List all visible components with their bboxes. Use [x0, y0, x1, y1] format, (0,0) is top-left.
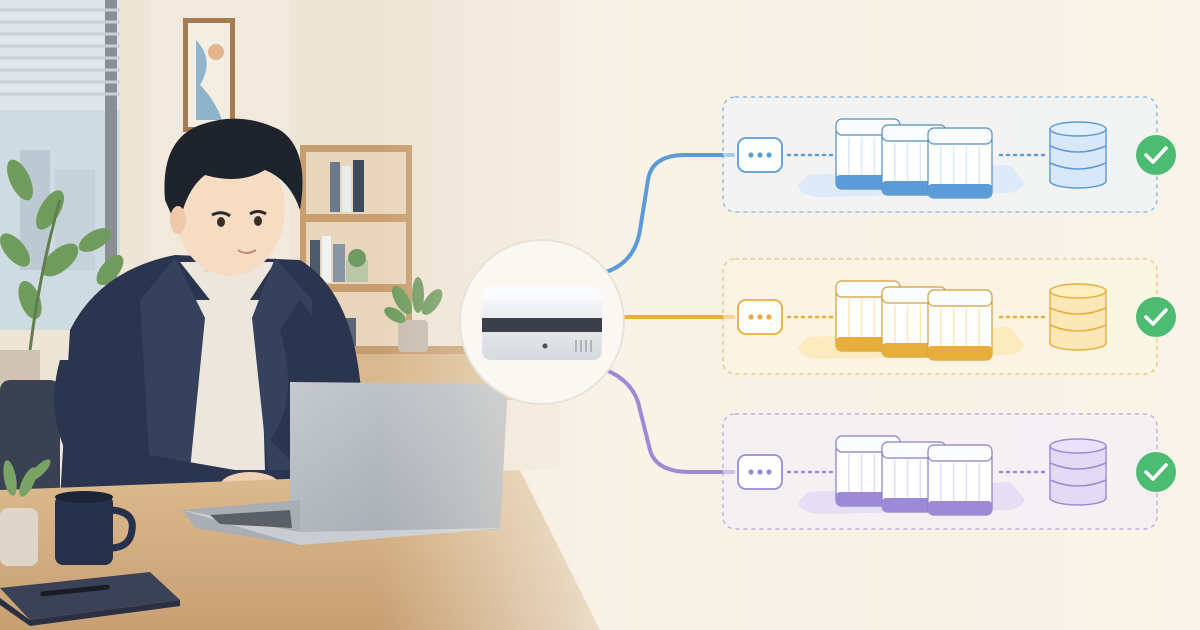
potted-plant-large	[0, 159, 124, 390]
pipeline-connectors	[604, 153, 735, 474]
connector-purple	[604, 368, 735, 474]
pen	[40, 584, 110, 597]
wall-art	[183, 18, 235, 132]
pipeline-row-blue	[722, 96, 1176, 213]
server-rack-icon	[927, 127, 993, 199]
server-rack-icon	[927, 289, 993, 361]
database-icon	[1049, 438, 1107, 506]
notebook	[0, 572, 180, 626]
more-dots-icon	[737, 454, 783, 490]
database-icon	[1049, 121, 1107, 189]
pipeline-row-purple	[722, 413, 1176, 530]
more-dots-icon	[737, 137, 783, 173]
pipeline-row-yellow	[722, 258, 1176, 375]
check-circle-icon	[1136, 297, 1176, 337]
connector-blue	[604, 153, 735, 274]
server-rack-icon	[927, 444, 993, 516]
hub-node	[459, 239, 625, 405]
database-icon	[1049, 283, 1107, 351]
coffee-mug	[55, 491, 136, 565]
check-circle-icon	[1136, 135, 1176, 175]
potted-plant-desk	[0, 459, 51, 566]
more-dots-icon	[737, 299, 783, 335]
check-circle-icon	[1136, 452, 1176, 492]
mini-server-icon	[482, 286, 602, 360]
pipelines	[722, 96, 1176, 530]
hair	[164, 118, 303, 230]
